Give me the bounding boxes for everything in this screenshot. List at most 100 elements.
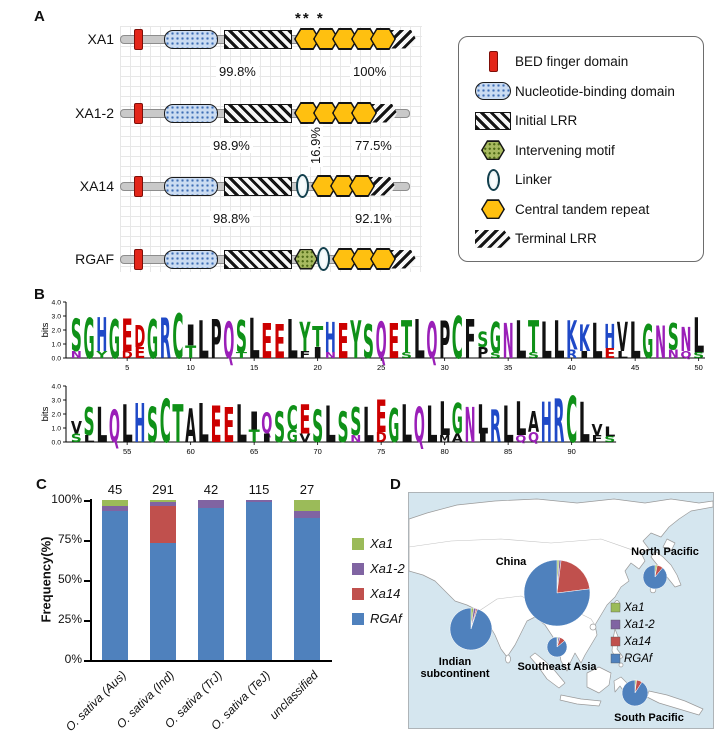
map-legend-swatch-rgaf (610, 653, 621, 664)
freq-ytick-label: 75% (57, 532, 82, 546)
logo-letter-R: R (490, 402, 501, 453)
x-tick-label: 30 (440, 363, 448, 372)
logo-letter-L: L (426, 396, 437, 455)
bed-domain (134, 175, 143, 197)
logo-letter-C: C (287, 399, 298, 437)
logo-letter-L: L (236, 394, 247, 454)
central-tandem-repeat-domain (351, 28, 377, 50)
ctr-fill (333, 249, 357, 269)
pie-slice-xa1 (634, 679, 637, 694)
initial-lrr-icon (471, 108, 515, 134)
terminal-lrr-domain (390, 29, 416, 49)
logo-letter-L: L (287, 310, 298, 372)
pie-slice-xa1-2 (470, 607, 477, 630)
bits-axis-title: bits (40, 406, 51, 421)
logo-letter-S: S (668, 315, 679, 359)
logo-letter-S: S (274, 404, 285, 452)
protein-name: RGAF (75, 251, 114, 267)
ctr-fill (352, 249, 376, 269)
logo-letter-P: P (439, 310, 450, 370)
logo-letter-L: L (553, 310, 564, 370)
panel-b-label: B (34, 286, 45, 303)
japan-honshu (650, 550, 682, 588)
ctr-fill (312, 176, 336, 196)
x-tick-label: 80 (440, 447, 448, 456)
ctr-icon (471, 196, 515, 222)
new-guinea (646, 690, 704, 716)
logo-letter-R: R (160, 306, 171, 372)
x-tick-label: 35 (504, 363, 512, 372)
logo-letter-Q: Q (528, 430, 539, 446)
legend-label: Terminal LRR (515, 231, 597, 247)
logo-letter-S: S (71, 432, 82, 446)
bar-legend-label: Xa1 (370, 536, 394, 551)
logo-letter-L: L (541, 312, 552, 371)
region-label-indian_subcontinent: Indian (439, 656, 472, 668)
logo-letter-L: L (477, 397, 488, 444)
logo-letter-K: K (566, 313, 578, 360)
initial-lrr-domain (224, 176, 292, 196)
logo-letter-E: E (274, 316, 285, 370)
logo-letter-N: N (680, 321, 691, 359)
logo-letter-L: L (325, 396, 336, 455)
logo-letter-D: D (122, 349, 133, 360)
pie-slice-xa14 (470, 608, 478, 630)
ctr-fill (295, 29, 319, 49)
logo-letter-S: S (490, 351, 501, 360)
ctr-fill (371, 249, 395, 269)
bar-segment-rgaf (198, 508, 224, 660)
logo-letter-V: V (71, 417, 83, 438)
frequency-axis-title: Frequency(%) (38, 536, 54, 623)
logo-letter-S: S (477, 328, 488, 353)
logo-letter-N: N (325, 351, 336, 360)
bar-segment-xa1-2 (294, 511, 320, 518)
bed-domain (134, 102, 143, 124)
central-tandem-repeat-domain (370, 28, 396, 50)
logo-letter-C: C (452, 304, 463, 371)
logo-letter-N: N (668, 348, 679, 362)
legend-item-terminal-lrr: Terminal LRR (471, 224, 703, 254)
linker-domain (317, 247, 330, 271)
x-tick-label: 25 (377, 363, 385, 372)
logo-letter-S: S (363, 316, 374, 370)
logo-letter-N: N (503, 315, 514, 371)
logo-letter-L: L (579, 390, 590, 456)
initial-lrr-domain (224, 103, 292, 123)
legend-item-bed: BED finger domain (471, 47, 703, 77)
nbd-icon (471, 78, 515, 104)
ctr-icon-shape (481, 199, 505, 220)
freq-ytick-mark (84, 580, 90, 582)
identity-xa1-xa12-right: 100% (350, 64, 390, 79)
x-tick-label: 70 (313, 447, 321, 456)
logo-letter-G: G (84, 306, 95, 372)
x-tick-label: 65 (250, 447, 258, 456)
y-tick-label: 4.0 (52, 383, 62, 390)
stacked-bar-4 (246, 500, 272, 660)
nbd-domain (164, 29, 218, 49)
bar-count: 45 (107, 482, 123, 497)
philippines (611, 628, 624, 662)
bits-axis-title: bits (40, 322, 51, 337)
region-label-north_pacific: North Pacific (631, 546, 699, 558)
bar-segment-xa1 (294, 500, 320, 512)
bed-icon (471, 49, 515, 75)
pie-slice-xa1-2 (556, 559, 562, 594)
logo-letter-T: T (185, 341, 196, 362)
bed-icon-shape (488, 51, 498, 73)
logo-letter-L: L (84, 433, 96, 444)
central-tandem-repeat-domain (294, 28, 320, 50)
logo-letter-E: E (376, 392, 387, 443)
logo-letter-F: F (592, 433, 603, 444)
logo-letter-S: S (71, 311, 82, 362)
japan-hokkaido (662, 538, 676, 552)
x-tick-label: 75 (377, 447, 385, 456)
pie-slice-xa14 (556, 559, 591, 594)
panel-d-label: D (390, 476, 401, 493)
logo-letter-N: N (465, 399, 476, 455)
nbd-domain (164, 249, 218, 269)
legend-label: Initial LRR (515, 113, 578, 129)
sri-lanka (505, 654, 511, 664)
logo-letter-S: S (604, 435, 615, 444)
sea (409, 493, 713, 728)
terminal-lrr-icon-shape (475, 229, 511, 248)
